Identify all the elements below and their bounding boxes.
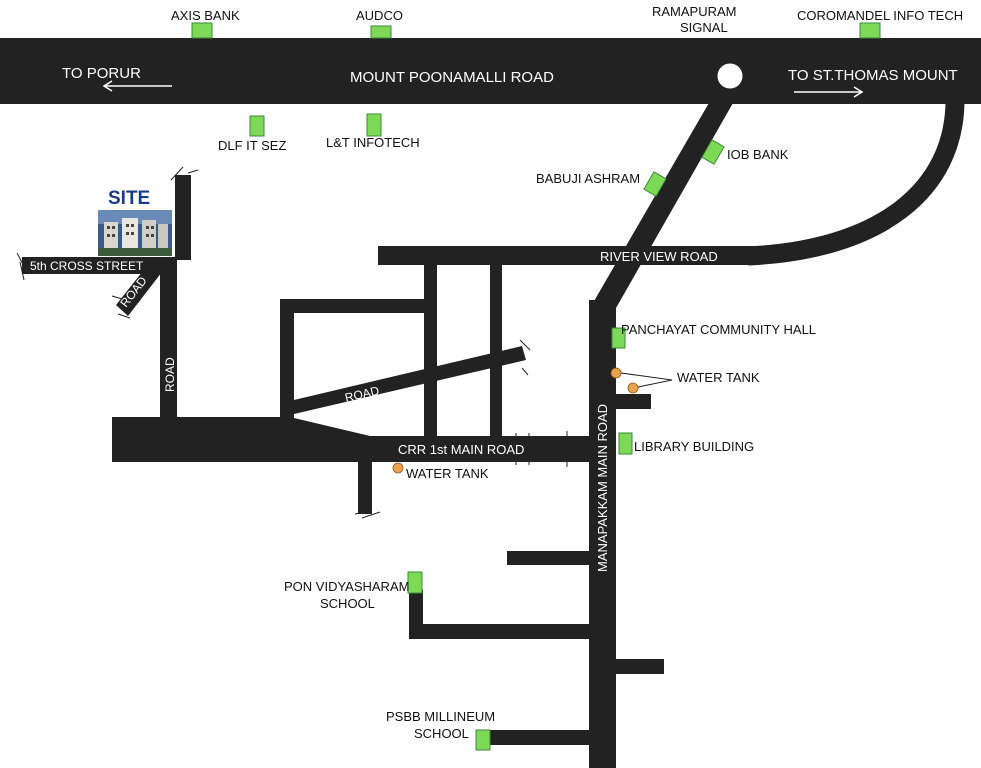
- side-road-east-2: [610, 659, 664, 674]
- lt-infotech-marker: [366, 113, 382, 137]
- river-view-road-curve: [747, 99, 965, 266]
- road-network: [0, 38, 981, 768]
- label-river-view-road: RIVER VIEW ROAD: [600, 249, 718, 264]
- psbb-school-marker: [475, 729, 491, 751]
- dlf-it-sez-marker: [249, 115, 265, 137]
- audco-marker: [370, 25, 392, 39]
- ramapuram-connector-road: [590, 96, 737, 308]
- label-library-building: LIBRARY BUILDING: [634, 439, 754, 454]
- label-ramapuram: RAMAPURAM: [652, 4, 737, 19]
- label-mount-poonamalli-road: MOUNT POONAMALLI ROAD: [350, 69, 554, 86]
- arrow-right-icon: [794, 86, 864, 98]
- label-psbb-millineum: PSBB MILLINEUM: [386, 709, 495, 724]
- label-lt-infotech: L&T INFOTECH: [326, 135, 420, 150]
- library-building-marker: [618, 432, 633, 455]
- west-road-block: [112, 417, 294, 462]
- iob-bank-marker: [701, 139, 725, 165]
- inner-road-left: [424, 256, 437, 446]
- label-panchayat-community-hall: PANCHAYAT COMMUNITY HALL: [621, 322, 816, 337]
- water-tank-pair: [610, 367, 673, 394]
- label-5th-cross-street: 5th CROSS STREET: [30, 259, 144, 273]
- side-road-psbb: [488, 730, 591, 745]
- crr-junction-wedge: [294, 418, 370, 436]
- site-access-road: [175, 175, 191, 260]
- side-road-pon: [409, 624, 591, 639]
- axis-bank-marker: [191, 22, 213, 39]
- site-label: SITE: [108, 188, 150, 209]
- label-pon-vidyasharam: PON VIDYASHARAM: [284, 579, 409, 594]
- arrow-left-icon: [102, 80, 172, 92]
- diagonal-road: [294, 346, 526, 414]
- ramapuram-signal-marker: [716, 62, 744, 90]
- label-water-tank-2: WATER TANK: [406, 466, 489, 481]
- vertical-road: [160, 258, 177, 418]
- side-road-pon-stub: [409, 590, 423, 639]
- signal-pointer-icon: [701, 41, 723, 63]
- label-crr-1st-main-road: CRR 1st MAIN ROAD: [398, 442, 524, 457]
- label-diagonal-road: ROAD: [344, 383, 381, 405]
- panchayat-hall-marker: [611, 327, 626, 349]
- pon-vidyasharam-marker: [407, 571, 423, 594]
- side-road-east-1: [610, 394, 651, 409]
- fifth-cross-street: [22, 257, 177, 274]
- water-tank-icon: [392, 462, 404, 474]
- side-road-west-1: [507, 551, 591, 565]
- label-vertical-road: ROAD: [163, 357, 177, 392]
- box-road-left: [280, 299, 294, 429]
- box-road-top: [280, 299, 426, 313]
- label-babuji-ashram: BABUJI ASHRAM: [536, 171, 640, 186]
- road-end-ticks: [16, 166, 568, 519]
- water-tank-icon: [627, 382, 639, 394]
- label-manapakkam-main-road: MANAPAKKAM MAIN ROAD: [595, 404, 610, 572]
- small-diagonal-road: [116, 262, 162, 316]
- label-water-tank-1: WATER TANK: [677, 370, 760, 385]
- label-to-st-thomas-mount: TO ST.THOMAS MOUNT: [788, 67, 958, 84]
- site-building-image: [98, 210, 172, 256]
- coromandel-marker: [859, 22, 881, 39]
- manapakkam-main-road: [589, 300, 616, 768]
- label-audco: AUDCO: [356, 8, 403, 23]
- label-psbb-school: SCHOOL: [414, 726, 469, 741]
- crr-1st-main-road: [280, 436, 590, 462]
- label-to-porur: TO PORUR: [62, 65, 141, 82]
- label-signal: SIGNAL: [680, 20, 728, 35]
- label-axis-bank: AXIS BANK: [171, 8, 240, 23]
- babuji-ashram-marker: [643, 171, 667, 197]
- inner-road-right: [490, 256, 502, 446]
- crr-south-stub: [358, 458, 372, 514]
- label-dlf-it-sez: DLF IT SEZ: [218, 138, 286, 153]
- mount-poonamalli-road: [0, 38, 981, 104]
- water-tank-icon: [610, 367, 622, 379]
- river-view-road: [378, 246, 758, 265]
- label-pon-school: SCHOOL: [320, 596, 375, 611]
- label-coromandel-info-tech: COROMANDEL INFO TECH: [797, 8, 963, 23]
- label-iob-bank: IOB BANK: [727, 147, 789, 162]
